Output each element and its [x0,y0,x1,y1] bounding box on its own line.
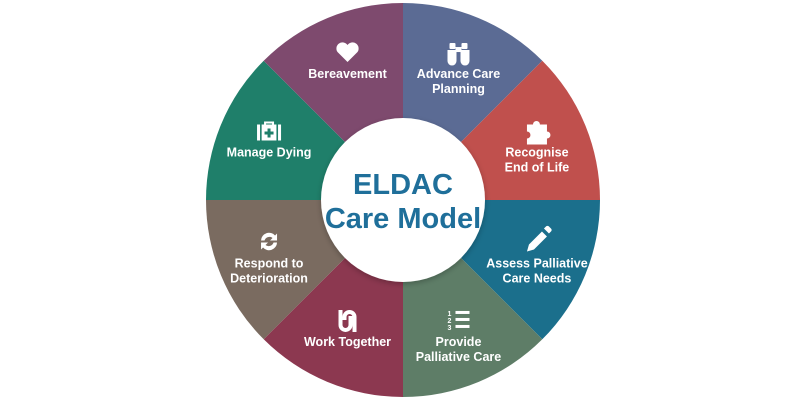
segment-label-line: Work Together [304,335,391,349]
segment-label-line: Recognise [505,146,568,160]
segment-label-line: Planning [432,82,485,96]
refresh-icon [261,232,278,251]
segment-label-line: Palliative Care [416,350,502,364]
icons-layer: 1 2 3 [257,42,552,332]
center-title-line1: ELDAC [353,169,453,201]
medical-kit-icon [257,121,282,141]
svg-text:2: 2 [447,318,451,325]
segment-label-line: Respond to [235,256,304,270]
segment-label-line: Advance Care [417,67,500,81]
numbered-list-icon: 1 2 3 [447,310,470,332]
segment-label-line: Manage Dying [227,146,312,160]
segment-label-line: Bereavement [308,67,387,81]
svg-text:3: 3 [447,325,451,332]
binoculars-icon [447,43,470,66]
segment-label-line: Provide [436,335,482,349]
center-circle [321,118,485,282]
segment-label-line: End of Life [505,161,570,175]
segment-label-line: Deterioration [230,271,308,285]
puzzle-piece-icon [526,121,551,145]
pencil-icon [526,225,552,252]
center-hub: ELDAC Care Model [321,118,485,282]
heart-icon [336,42,359,63]
linked-hands-icon [338,309,357,332]
segment-label-bereavement: Bereavement [308,67,387,81]
segment-label-work-together: Work Together [304,335,391,349]
segment-label-manage-dying: Manage Dying [227,146,312,160]
center-title-line2: Care Model [325,203,481,235]
segment-label-line: Assess Palliative [486,256,588,270]
segment-label-line: Care Needs [503,271,572,285]
svg-text:1: 1 [447,311,451,318]
